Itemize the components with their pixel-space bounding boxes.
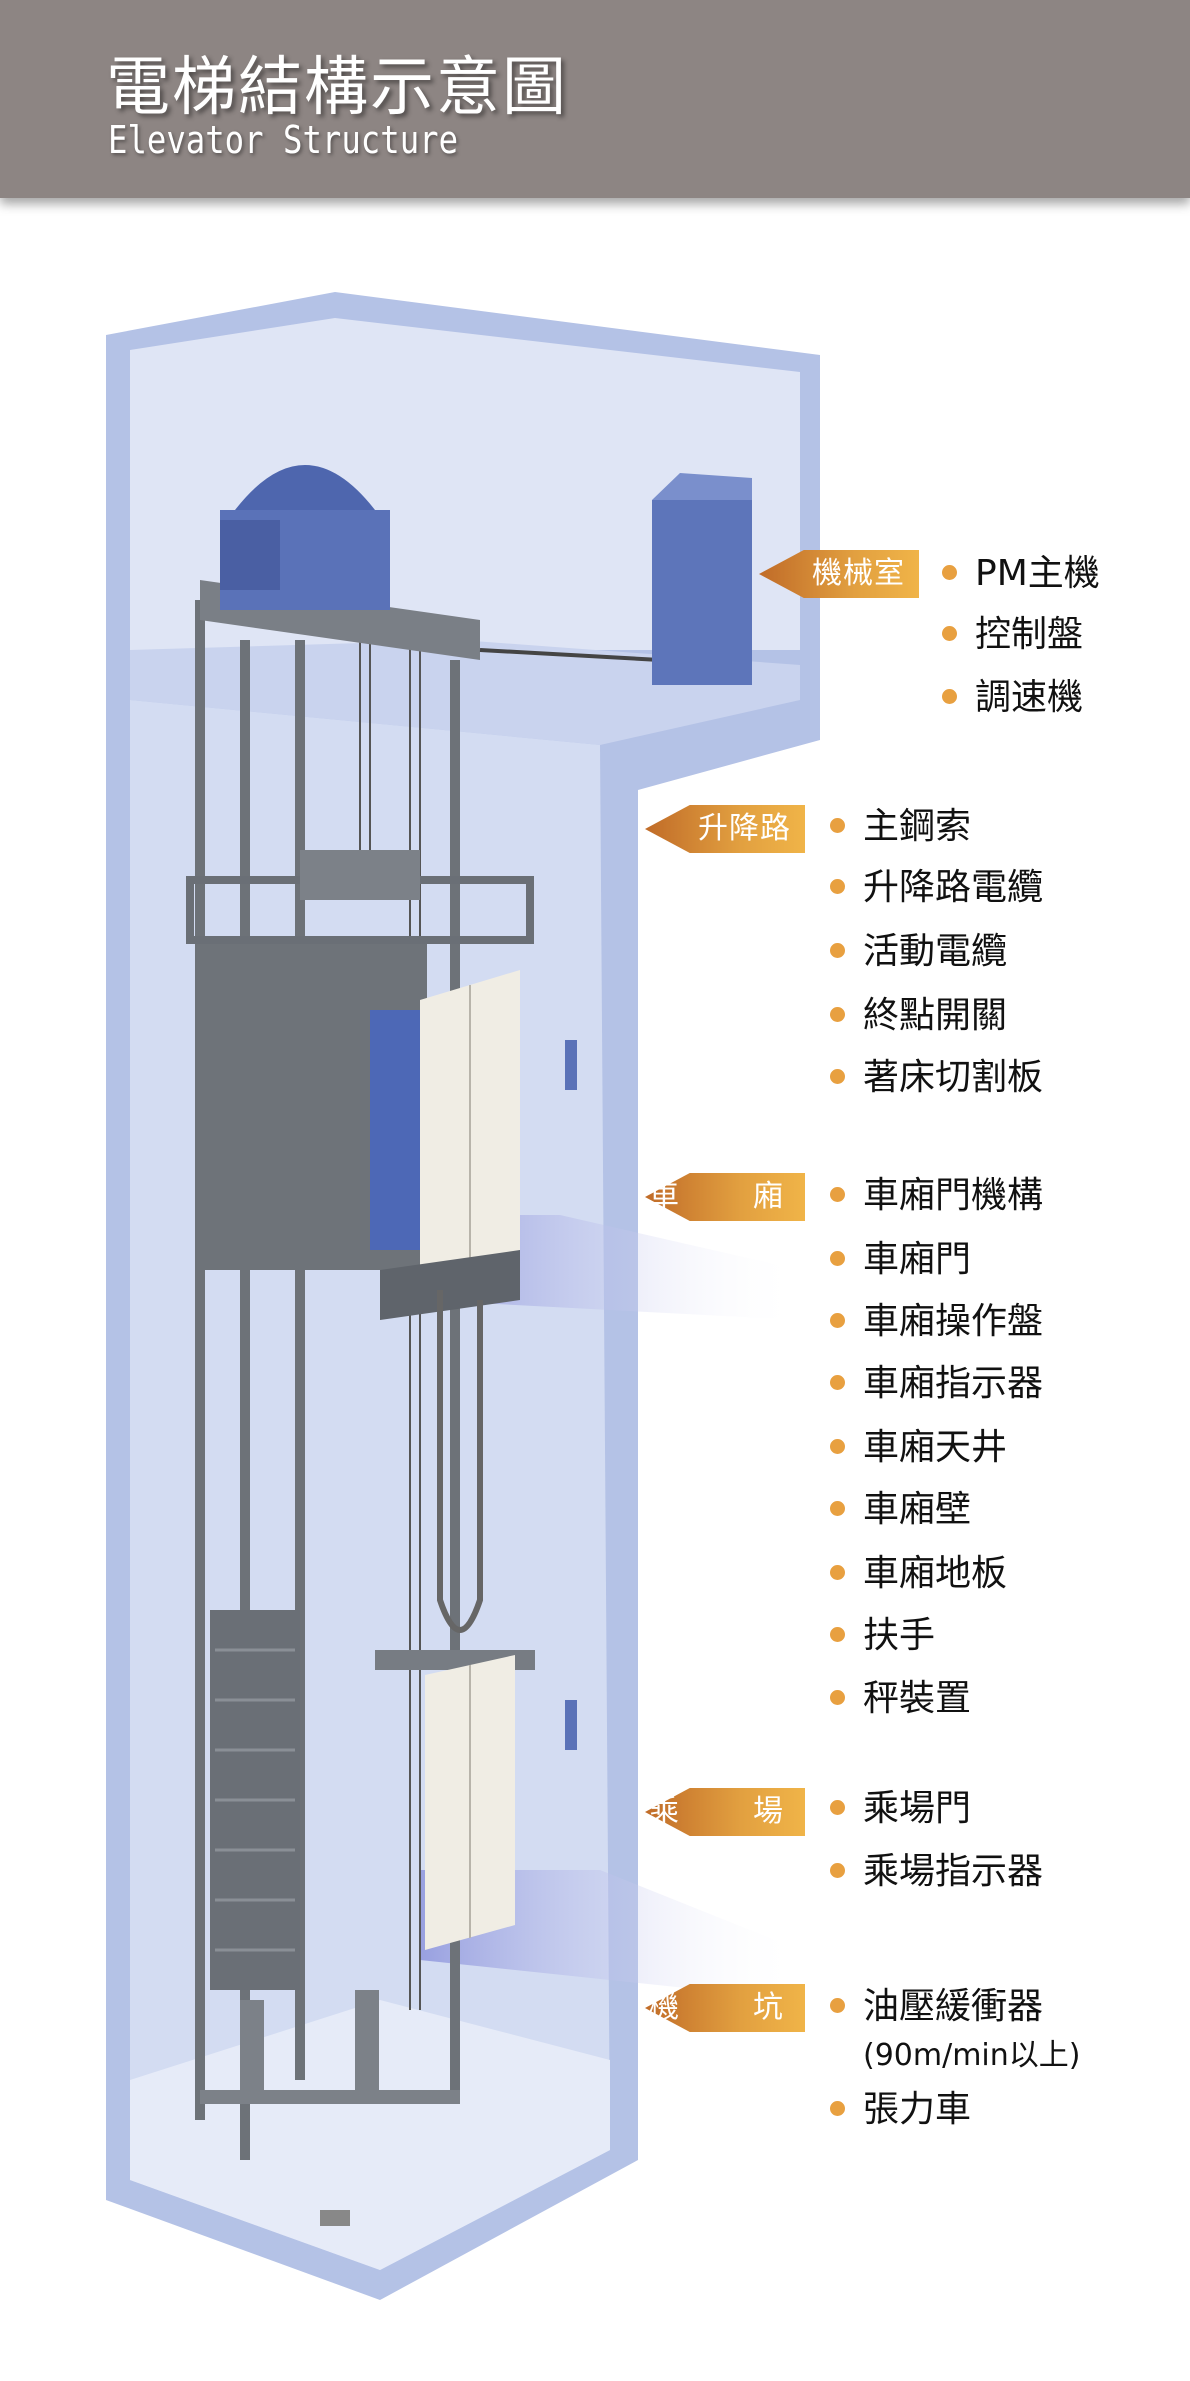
bullet-icon — [830, 1997, 845, 2013]
bullet-icon — [830, 817, 845, 833]
bullet-icon — [830, 1799, 845, 1815]
item-label: 活動電纜 — [863, 931, 1008, 972]
bullet-icon — [830, 942, 845, 958]
item-label: 升降路電纜 — [863, 867, 1044, 908]
list-item: 車廂門 — [830, 1238, 971, 1282]
pm-traction-machine — [220, 465, 390, 610]
item-label: 著床切割板 — [863, 1057, 1044, 1098]
item-label: 車廂天井 — [863, 1427, 1008, 1468]
hall-button — [565, 1040, 577, 1090]
bullet-icon — [942, 564, 957, 580]
item-label: 主鋼索 — [863, 806, 972, 847]
bullet-icon — [830, 1006, 845, 1022]
list-item: 著床切割板 — [830, 1056, 1043, 1100]
page-subtitle: Elevator Structure — [108, 118, 459, 162]
landing-door — [375, 1650, 535, 1950]
item-label: 乘場指示器 — [863, 1851, 1044, 1892]
bullet-icon — [830, 1626, 845, 1642]
bullet-icon — [830, 1374, 845, 1390]
list-item: 秤裝置 — [830, 1677, 971, 1721]
counterweight — [210, 1610, 300, 1990]
item-label: 車廂門 — [863, 1239, 972, 1280]
list-item: 終點開關 — [830, 994, 1007, 1038]
travelling-cable — [437, 1290, 483, 1633]
item-label: 調速機 — [975, 677, 1084, 718]
list-item: 主鋼索 — [830, 805, 971, 849]
list-item: 活動電纜 — [830, 930, 1007, 974]
list-item: 車廂壁 — [830, 1488, 971, 1532]
list-item: 乘場門 — [830, 1787, 971, 1831]
item-label: 終點開關 — [863, 995, 1008, 1036]
tension-pulley — [320, 2210, 350, 2226]
item-note: (90m/min以上) — [863, 2038, 1081, 2073]
bullet-icon — [830, 1862, 845, 1878]
item-label: 油壓緩衝器 — [863, 1986, 1044, 2027]
bullet-icon — [830, 1438, 845, 1454]
bullet-icon — [830, 1564, 845, 1580]
bullet-icon — [830, 2100, 845, 2116]
list-item: 車廂操作盤 — [830, 1300, 1043, 1344]
bullet-icon — [830, 1250, 845, 1266]
oil-buffers — [200, 1990, 460, 2104]
item-label: PM主機 — [975, 553, 1100, 594]
bullet-icon — [830, 1689, 845, 1705]
list-item: 扶手 — [830, 1614, 935, 1658]
item-label: 扶手 — [863, 1615, 936, 1656]
list-item: 張力車 — [830, 2088, 971, 2132]
item-label: 車廂壁 — [863, 1489, 972, 1530]
item-label: 乘場門 — [863, 1788, 972, 1829]
bullet-icon — [830, 878, 845, 894]
list-item: 車廂指示器 — [830, 1362, 1043, 1406]
item-label: 車廂門機構 — [863, 1175, 1044, 1216]
list-item: 油壓緩衝器 — [830, 1985, 1043, 2029]
control-cabinet — [652, 473, 752, 685]
list-item: 乘場指示器 — [830, 1850, 1043, 1894]
item-label: 控制盤 — [975, 614, 1084, 655]
bullet-icon — [942, 688, 957, 704]
list-item: 車廂天井 — [830, 1426, 1007, 1470]
item-label: 車廂地板 — [863, 1553, 1008, 1594]
list-item: 車廂門機構 — [830, 1174, 1043, 1218]
bullet-icon — [942, 625, 957, 641]
item-label: 車廂操作盤 — [863, 1301, 1044, 1342]
elevator-car — [186, 850, 534, 1320]
bullet-icon — [830, 1312, 845, 1328]
page-title: 電梯結構示意圖 — [106, 51, 568, 125]
item-label: 車廂指示器 — [863, 1363, 1044, 1404]
list-item: 控制盤 — [942, 613, 1083, 657]
bullet-icon — [830, 1068, 845, 1084]
landing-indicator — [565, 1700, 577, 1750]
item-label: 張力車 — [863, 2089, 972, 2130]
bullet-icon — [830, 1500, 845, 1516]
item-label: 秤裝置 — [863, 1678, 972, 1719]
list-item: 車廂地板 — [830, 1552, 1007, 1596]
list-item: 升降路電纜 — [830, 866, 1043, 910]
bullet-icon — [830, 1186, 845, 1202]
list-item: PM主機 — [942, 552, 1100, 596]
list-item: 調速機 — [942, 676, 1083, 720]
header-banner: 電梯結構示意圖 Elevator Structure — [0, 0, 1190, 198]
